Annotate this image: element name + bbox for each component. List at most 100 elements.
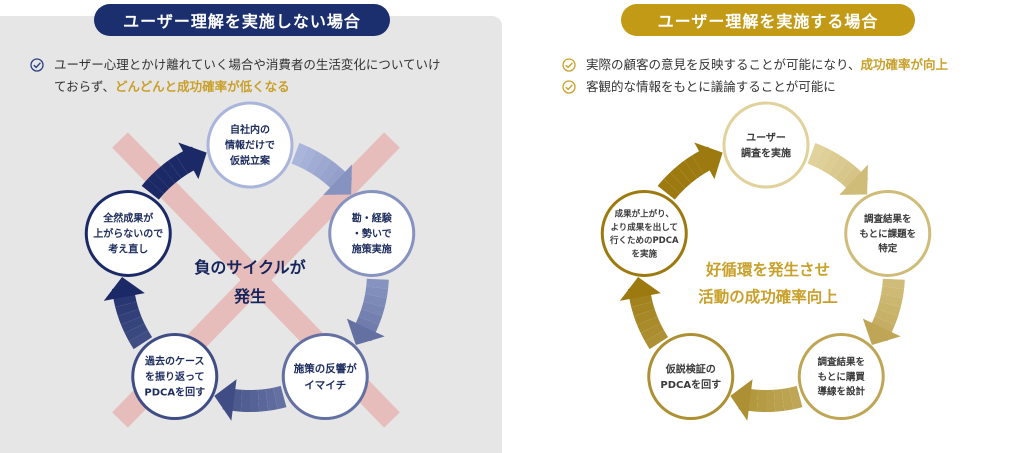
left-header-pill: ユーザー理解を実施しない場合	[94, 4, 390, 36]
right-arrow-segment	[747, 388, 759, 412]
left-node-circle	[206, 101, 294, 189]
left-arrow-segment	[365, 286, 389, 299]
left-arrow-segment	[305, 150, 325, 175]
right-arrowhead	[862, 318, 901, 345]
left-arrow-segment	[115, 301, 139, 316]
right-bullet-item-1: 実際の顧客の意見を反映することが可能になり、成功確率が向上	[562, 54, 1012, 76]
right-arrow-segment	[633, 309, 658, 325]
right-arrow-segment	[871, 316, 896, 334]
right-node-circle	[797, 333, 885, 421]
right-arrow-segment	[636, 316, 661, 334]
left-arrow-segment	[120, 316, 145, 334]
right-arrow-segment	[684, 155, 704, 179]
left-node-label: 考え直し	[108, 243, 148, 256]
right-arrow-segment	[773, 388, 785, 412]
left-node-circle	[281, 333, 369, 421]
left-bullet-list: ユーザー心理とかけ離れていく場合や消費者の生活変化についていけ ておらず、どんど…	[30, 54, 490, 98]
right-center-line-2: 活動の成功確率向上	[698, 287, 838, 306]
left-node-label: イマイチ	[304, 379, 346, 391]
left-node-label: 上がらないので	[93, 227, 163, 240]
right-arrow-segment	[631, 301, 655, 316]
right-arrow-segment	[677, 160, 698, 184]
right-bullet-2-text: 客観的な情報をもとに議論することが可能に	[586, 79, 836, 94]
right-arrow-segment	[629, 294, 653, 308]
left-arrow-segment	[161, 160, 182, 184]
right-cycle-nodes: ユーザー調査を実施調査結果をもとに課題を特定調査結果をもとに購買導線を設計仮説検…	[600, 101, 932, 421]
right-center-label: 好循環を発生させ 活動の成功確率向上	[698, 260, 838, 306]
right-node-circle	[844, 189, 932, 277]
right-arrow-segment	[881, 286, 905, 299]
right-arrow-segment	[640, 323, 665, 342]
right-bullet-1-highlight: 成功確率が向上	[860, 57, 949, 72]
left-bullet-line-1: ユーザー心理とかけ離れていく場合や消費者の生活変化についていけ	[54, 57, 441, 72]
right-cycle-arrows	[619, 142, 905, 421]
left-arrow-segment	[363, 294, 387, 308]
right-node-label: もとに購買	[818, 371, 866, 383]
left-center-line-1: 負のサイクルが	[194, 258, 305, 277]
left-arrow-segment	[113, 294, 137, 308]
left-node-label: 過去のケース	[144, 355, 205, 368]
left-arrow-segment	[291, 143, 308, 167]
right-node-label: 特定	[878, 243, 898, 255]
right-arrow-segment	[821, 150, 841, 175]
left-node-label: ・勢いで	[352, 227, 392, 240]
right-node-label: を実施	[632, 248, 658, 259]
right-arrow-segment	[828, 155, 848, 179]
left-node-label: 勘・経験	[352, 212, 393, 225]
left-cycle-arrows	[103, 142, 389, 421]
left-arrow-segment	[355, 316, 380, 334]
right-bullet-1-text: 実際の顧客の意見を反映することが可能になり、	[586, 57, 861, 72]
left-arrow-segment	[117, 309, 142, 325]
left-node-circle	[328, 189, 416, 277]
right-arrow-segment	[840, 166, 862, 189]
left-arrowhead	[103, 277, 145, 301]
right-arrow-segment	[644, 330, 669, 350]
right-arrow-segment	[834, 160, 855, 184]
right-node-label: 行くためのPDCA	[609, 235, 679, 246]
right-arrow-segment	[807, 143, 824, 167]
left-arrow-segment	[366, 278, 389, 289]
right-node-label: もとに課題を	[859, 228, 916, 240]
left-arrow-segment	[154, 166, 176, 189]
check-circle-icon	[30, 58, 44, 72]
left-center-label: 負のサイクルが 発生	[194, 258, 305, 306]
left-arrow-segment	[147, 172, 170, 194]
left-bullet-line-2: ておらず、	[54, 79, 116, 94]
left-arrow-segment	[358, 309, 383, 325]
left-arrow-segment	[318, 160, 339, 184]
right-bullet-item-2: 客観的な情報をもとに議論することが可能に	[562, 76, 1012, 98]
right-node-circle	[647, 333, 735, 421]
left-arrow-segment	[128, 330, 153, 350]
left-center-line-2: 発生	[233, 287, 266, 306]
right-arrow-segment	[874, 309, 899, 325]
right-node-label: 調査結果を	[817, 356, 865, 368]
left-arrowhead	[323, 164, 352, 195]
right-arrowhead	[730, 379, 753, 421]
left-arrow-segment	[298, 146, 317, 171]
right-arrow-segment	[879, 294, 903, 308]
left-arrowhead	[178, 142, 207, 180]
left-panel-background	[0, 16, 502, 453]
right-node-circle	[600, 189, 688, 277]
right-bullet-list: 実際の顧客の意見を反映することが可能になり、成功確率が向上 客観的な情報をもとに…	[562, 54, 1012, 98]
left-bullet-item: ユーザー心理とかけ離れていく場合や消費者の生活変化についていけ ておらず、どんど…	[30, 54, 490, 98]
right-node-label: PDCAを回す	[660, 379, 721, 391]
left-node-circle	[131, 333, 219, 421]
right-node-label: 仮説検証の	[665, 362, 716, 375]
left-node-label: 全然成果が	[102, 212, 154, 225]
left-bullet-text: ユーザー心理とかけ離れていく場合や消費者の生活変化についていけ ておらず、どんど…	[54, 54, 441, 98]
right-arrowhead	[839, 164, 868, 195]
right-node-label: 調査結果を	[864, 213, 912, 225]
right-node-label: ユーザー	[746, 132, 786, 144]
right-arrow-segment	[877, 301, 901, 316]
left-cycle-nodes: 自社内の情報だけで仮説立案勘・経験・勢いで施策実施施策の反響がイマイチ過去のケー…	[84, 101, 416, 421]
left-node-label: 仮説立案	[229, 154, 271, 167]
right-arrowhead	[694, 142, 723, 180]
left-arrowhead	[346, 318, 385, 345]
